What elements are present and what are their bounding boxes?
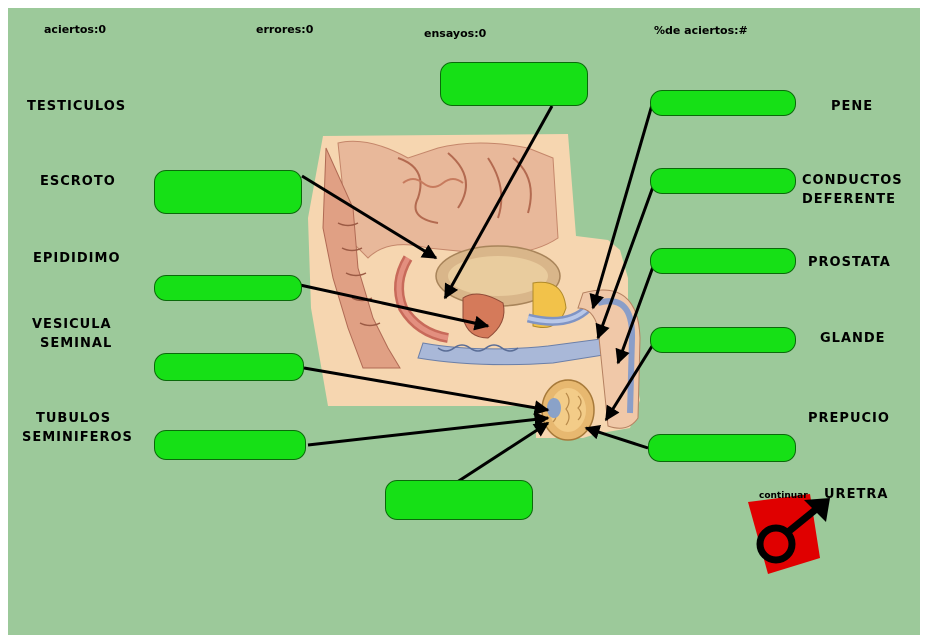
drop-zone-escroto-target[interactable]	[154, 170, 302, 214]
term-vesicula-seminal[interactable]: VESICULA SEMINAL	[32, 315, 112, 353]
drop-zone-prostata-target[interactable]	[650, 248, 796, 274]
drop-zone-vesicula-target[interactable]	[154, 353, 304, 381]
drop-zone-epididimo-target[interactable]	[154, 275, 302, 301]
term-escroto[interactable]: ESCROTO	[40, 172, 116, 191]
continue-label[interactable]: continuar	[759, 491, 808, 501]
term-testiculos[interactable]: TESTICULOS	[27, 97, 126, 116]
drop-zone-tubulos-target[interactable]	[154, 430, 306, 460]
term-pene[interactable]: PENE	[831, 97, 873, 116]
drop-zone-glande-target[interactable]	[650, 327, 796, 353]
drop-zone-pene-target[interactable]	[650, 90, 796, 116]
term-tubulos-seminiferos[interactable]: TUBULOS SEMINIFEROS	[22, 409, 133, 447]
drop-zone-conductos-target[interactable]	[650, 168, 796, 194]
term-prepucio[interactable]: PREPUCIO	[808, 409, 890, 428]
game-stage: aciertos:0 errores:0 ensayos:0 %de acier…	[8, 8, 920, 635]
term-glande[interactable]: GLANDE	[820, 329, 886, 348]
continue-button[interactable]	[748, 492, 848, 582]
drop-zone-bottom[interactable]	[385, 480, 533, 520]
term-prostata[interactable]: PROSTATA	[808, 253, 891, 272]
drop-zone-top[interactable]	[440, 62, 588, 106]
drop-zone-prepucio-target[interactable]	[648, 434, 796, 462]
term-conductos-deferente[interactable]: CONDUCTOS DEFERENTE	[802, 171, 903, 209]
term-epididimo[interactable]: EPIDIDIMO	[33, 249, 121, 268]
